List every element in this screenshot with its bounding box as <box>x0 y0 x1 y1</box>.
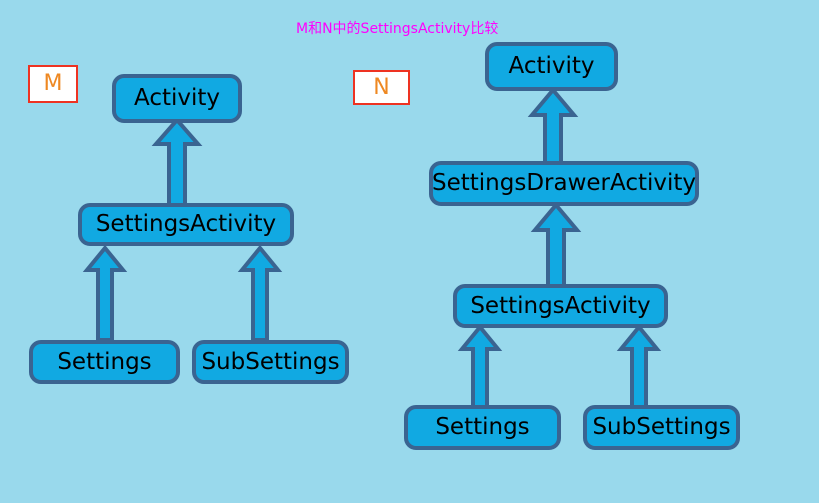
node-activity-right[interactable]: Activity <box>485 42 618 91</box>
node-settingsactivity-left[interactable]: SettingsActivity <box>78 203 294 246</box>
node-settingsactivity-left-label: SettingsActivity <box>95 211 277 237</box>
arrow-settings-to-settingsactivity-left <box>82 244 128 342</box>
node-settingsactivity-right[interactable]: SettingsActivity <box>453 284 668 328</box>
arrow-subsettings-to-settingsactivity-left <box>237 244 283 342</box>
node-subsettings-right[interactable]: SubSettings <box>583 405 740 450</box>
arrow-settingsactivity-to-activity-left <box>151 116 203 212</box>
node-settingsactivity-right-label: SettingsActivity <box>470 292 651 319</box>
arrow-settings-to-settingsactivity-right <box>457 323 503 411</box>
node-settingsdraweractivity-right[interactable]: SettingsDrawerActivity <box>429 161 699 206</box>
version-tag-n: N <box>353 70 410 105</box>
arrow-subsettings-to-settingsactivity-right <box>616 323 662 411</box>
node-subsettings-right-label: SubSettings <box>592 414 731 440</box>
node-settings-left[interactable]: Settings <box>29 340 180 384</box>
node-settings-right-label: Settings <box>435 414 530 440</box>
node-activity-left[interactable]: Activity <box>112 74 242 123</box>
node-activity-right-label: Activity <box>508 53 595 79</box>
arrow-settingsdraweractivity-to-activity-right <box>527 86 579 166</box>
node-settings-right[interactable]: Settings <box>404 405 561 450</box>
node-settingsdraweractivity-right-label: SettingsDrawerActivity <box>431 170 697 196</box>
diagram-title: M和N中的SettingsActivity比较 <box>296 21 499 37</box>
node-activity-left-label: Activity <box>133 85 220 111</box>
arrow-settingsactivity-to-settingsdraweractivity-right <box>530 201 582 289</box>
node-subsettings-left[interactable]: SubSettings <box>192 340 349 384</box>
version-tag-m: M <box>28 65 78 103</box>
node-subsettings-left-label: SubSettings <box>201 348 340 375</box>
node-settings-left-label: Settings <box>57 348 152 375</box>
